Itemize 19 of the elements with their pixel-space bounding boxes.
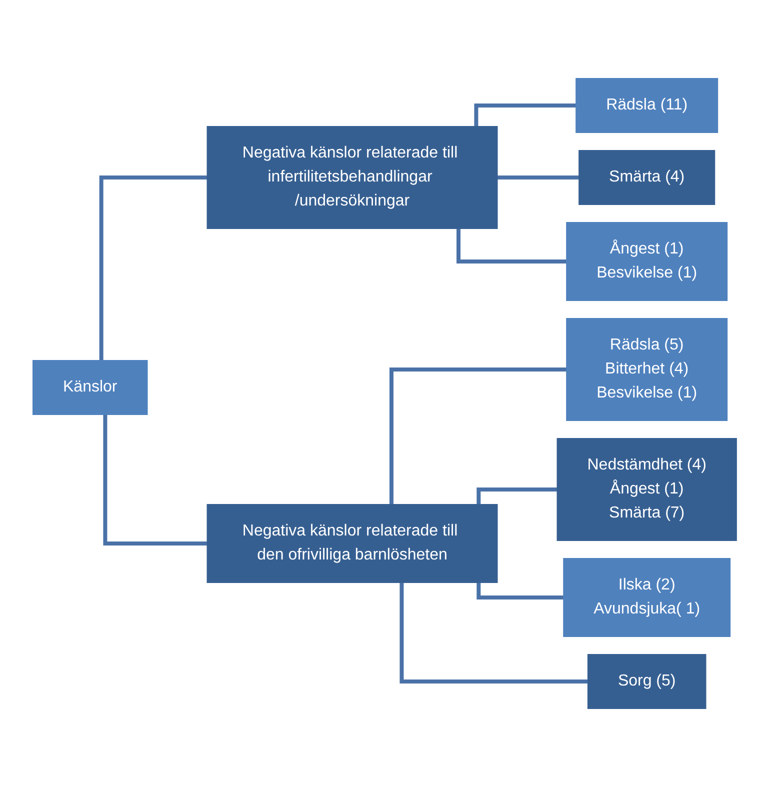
node-box: Rädsla (11): [576, 78, 718, 133]
node-box: Negativa känslor relaterade till den ofrivilliga barnlösheten: [207, 504, 498, 583]
connector: [476, 582, 564, 600]
node-box: Känslor: [32, 360, 148, 415]
node-box: Sorg (5): [588, 654, 707, 709]
connector: [456, 228, 567, 264]
connector: [390, 368, 567, 504]
connector: [496, 176, 580, 180]
node-box: Nedstämdhet (4) Ångest (1) Smärta (7): [557, 438, 738, 541]
connector: [474, 104, 576, 126]
node-box: Ilska (2) Avundsjuka( 1): [563, 558, 731, 637]
node-box: Rädsla (5) Bitterhet (4) Besvikelse (1): [566, 318, 728, 421]
node-box: Ångest (1) Besvikelse (1): [566, 222, 728, 301]
connector: [103, 414, 208, 546]
connector: [400, 582, 588, 684]
connector: [476, 488, 558, 504]
node-box: Smärta (4): [578, 150, 716, 205]
node-box: Negativa känslor relaterade till infertilitetsbehandlingar /undersökningar: [207, 126, 498, 229]
connector: [100, 176, 208, 360]
